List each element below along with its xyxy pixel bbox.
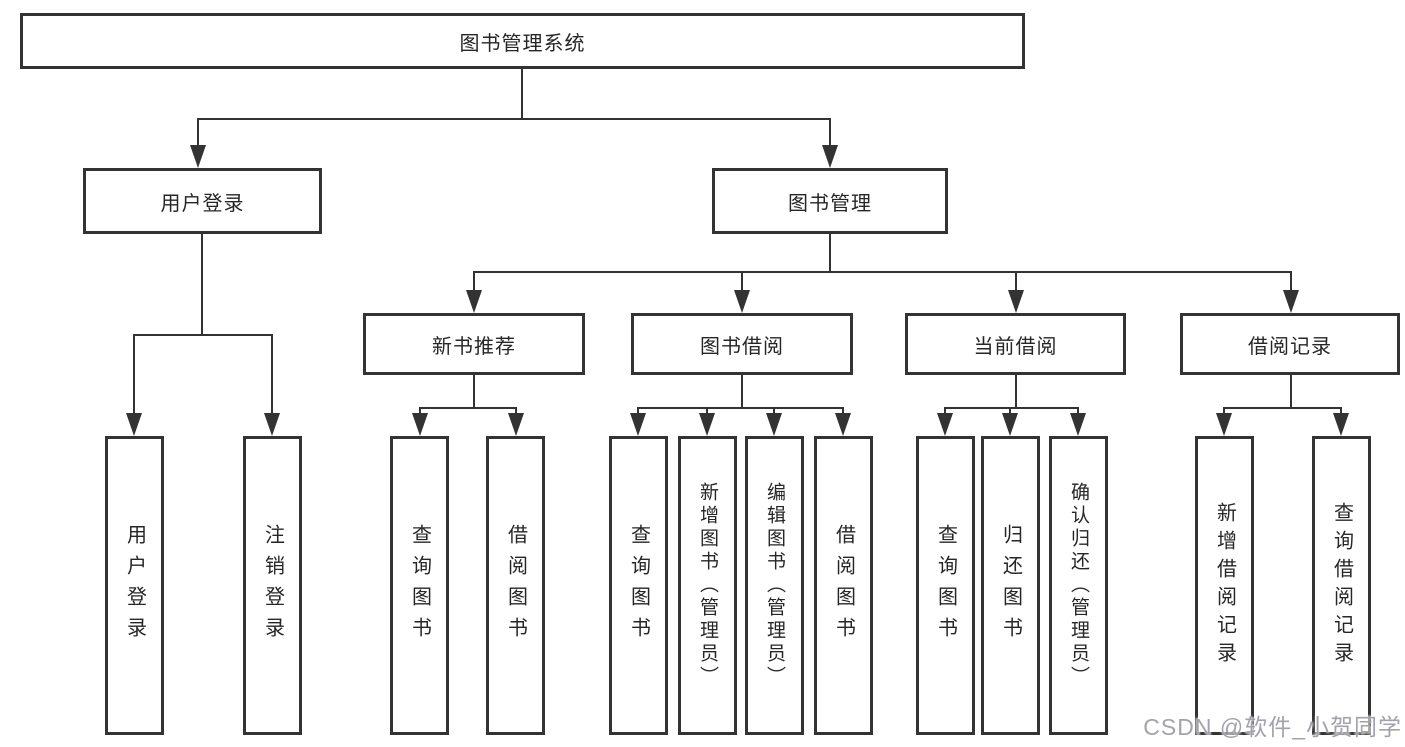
arrowhead-down-icon bbox=[1070, 413, 1086, 436]
leaf-label: 新增借阅记录 bbox=[1213, 501, 1236, 670]
connector-line bbox=[271, 334, 273, 416]
connector-line bbox=[637, 407, 844, 409]
arrowhead-down-icon bbox=[1333, 413, 1349, 436]
node-borrowing-records: 借阅记录 bbox=[1180, 313, 1400, 375]
leaf-label: 借阅图书 bbox=[832, 523, 855, 648]
arrowhead-down-icon bbox=[699, 413, 715, 436]
connector-line bbox=[829, 118, 831, 148]
node-label: 图书管理系统 bbox=[459, 32, 586, 55]
node-book-borrowing: 图书借阅 bbox=[631, 313, 853, 375]
connector-line bbox=[773, 407, 775, 416]
node-user-login: 用户登录 bbox=[83, 168, 322, 234]
connector-line bbox=[197, 118, 199, 148]
arrowhead-down-icon bbox=[412, 413, 428, 436]
arrowhead-down-icon bbox=[822, 145, 838, 168]
leaf-query-books-recommend: 查询图书 bbox=[390, 436, 449, 735]
connector-line bbox=[1290, 271, 1292, 293]
arrowhead-down-icon bbox=[1008, 290, 1024, 313]
node-label: 新书推荐 bbox=[432, 335, 516, 358]
leaf-borrow-books-recommend: 借阅图书 bbox=[486, 436, 545, 735]
node-current-borrowing: 当前借阅 bbox=[905, 313, 1126, 375]
leaf-label: 编辑图书（管理员） bbox=[764, 482, 785, 689]
leaf-label: 归还图书 bbox=[999, 523, 1022, 648]
connector-line bbox=[1015, 375, 1017, 409]
connector-line bbox=[521, 67, 523, 119]
arrowhead-down-icon bbox=[1216, 413, 1232, 436]
connector-line bbox=[419, 407, 517, 409]
leaf-return-books: 归还图书 bbox=[981, 436, 1040, 735]
connector-line bbox=[419, 407, 421, 416]
leaf-label: 查询图书 bbox=[627, 523, 650, 648]
node-label: 图书管理 bbox=[788, 192, 872, 215]
connector-line bbox=[515, 407, 517, 416]
connector-line bbox=[133, 334, 135, 416]
arrowhead-down-icon bbox=[630, 413, 646, 436]
arrowhead-down-icon bbox=[190, 145, 206, 168]
arrowhead-down-icon bbox=[1002, 413, 1018, 436]
arrowhead-down-icon bbox=[1283, 290, 1299, 313]
connector-line bbox=[741, 271, 743, 293]
leaf-label: 新增图书（管理员） bbox=[697, 482, 718, 689]
leaf-edit-book-admin: 编辑图书（管理员） bbox=[745, 436, 804, 735]
connector-line bbox=[1290, 375, 1292, 409]
connector-line bbox=[1009, 407, 1011, 416]
connector-line bbox=[1223, 407, 1342, 409]
arrowhead-down-icon bbox=[766, 413, 782, 436]
leaf-logout: 注销登录 bbox=[243, 436, 302, 735]
leaf-label: 查询图书 bbox=[408, 523, 431, 648]
node-label: 用户登录 bbox=[160, 192, 245, 215]
leaf-add-book-admin: 新增图书（管理员） bbox=[678, 436, 737, 735]
node-label: 图书借阅 bbox=[700, 335, 784, 358]
connector-line bbox=[842, 407, 844, 416]
leaf-borrow-books-borrowing: 借阅图书 bbox=[814, 436, 873, 735]
connector-line bbox=[1223, 407, 1225, 416]
leaf-label: 借阅图书 bbox=[504, 523, 527, 648]
connector-line bbox=[944, 407, 1079, 409]
node-label: 当前借阅 bbox=[973, 335, 1058, 358]
connector-line bbox=[133, 334, 273, 336]
connector-line bbox=[706, 407, 708, 416]
arrowhead-down-icon bbox=[508, 413, 524, 436]
connector-line bbox=[473, 271, 1292, 273]
arrowhead-down-icon bbox=[264, 413, 280, 436]
leaf-query-books-borrowing: 查询图书 bbox=[609, 436, 668, 735]
arrowhead-down-icon bbox=[835, 413, 851, 436]
leaf-label: 查询图书 bbox=[934, 523, 957, 648]
arrowhead-down-icon bbox=[466, 290, 482, 313]
leaf-confirm-return-admin: 确认归还（管理员） bbox=[1049, 436, 1108, 735]
node-book-management: 图书管理 bbox=[712, 168, 948, 234]
connector-line bbox=[201, 232, 203, 335]
leaf-user-login: 用户登录 bbox=[105, 436, 164, 735]
node-library-management-system: 图书管理系统 bbox=[20, 13, 1025, 69]
connector-line bbox=[829, 232, 831, 273]
leaf-label: 用户登录 bbox=[123, 523, 146, 648]
leaf-label: 查询借阅记录 bbox=[1330, 501, 1353, 670]
node-label: 借阅记录 bbox=[1248, 335, 1332, 358]
node-new-book-recommendation: 新书推荐 bbox=[363, 313, 585, 375]
connector-line bbox=[197, 118, 831, 120]
connector-line bbox=[1077, 407, 1079, 416]
leaf-label: 注销登录 bbox=[261, 523, 284, 648]
connector-line bbox=[473, 271, 475, 293]
leaf-add-borrow-record: 新增借阅记录 bbox=[1195, 436, 1254, 735]
connector-line bbox=[741, 375, 743, 409]
arrowhead-down-icon bbox=[734, 290, 750, 313]
arrowhead-down-icon bbox=[937, 413, 953, 436]
arrowhead-down-icon bbox=[126, 413, 142, 436]
connector-line bbox=[944, 407, 946, 416]
leaf-query-books-current: 查询图书 bbox=[916, 436, 975, 735]
leaf-query-borrow-record: 查询借阅记录 bbox=[1312, 436, 1371, 735]
leaf-label: 确认归还（管理员） bbox=[1068, 482, 1089, 689]
watermark: CSDN @软件_小贺同学 bbox=[1143, 714, 1402, 740]
connector-line bbox=[1015, 271, 1017, 293]
connector-line bbox=[473, 375, 475, 409]
connector-line bbox=[637, 407, 639, 416]
connector-line bbox=[1340, 407, 1342, 416]
